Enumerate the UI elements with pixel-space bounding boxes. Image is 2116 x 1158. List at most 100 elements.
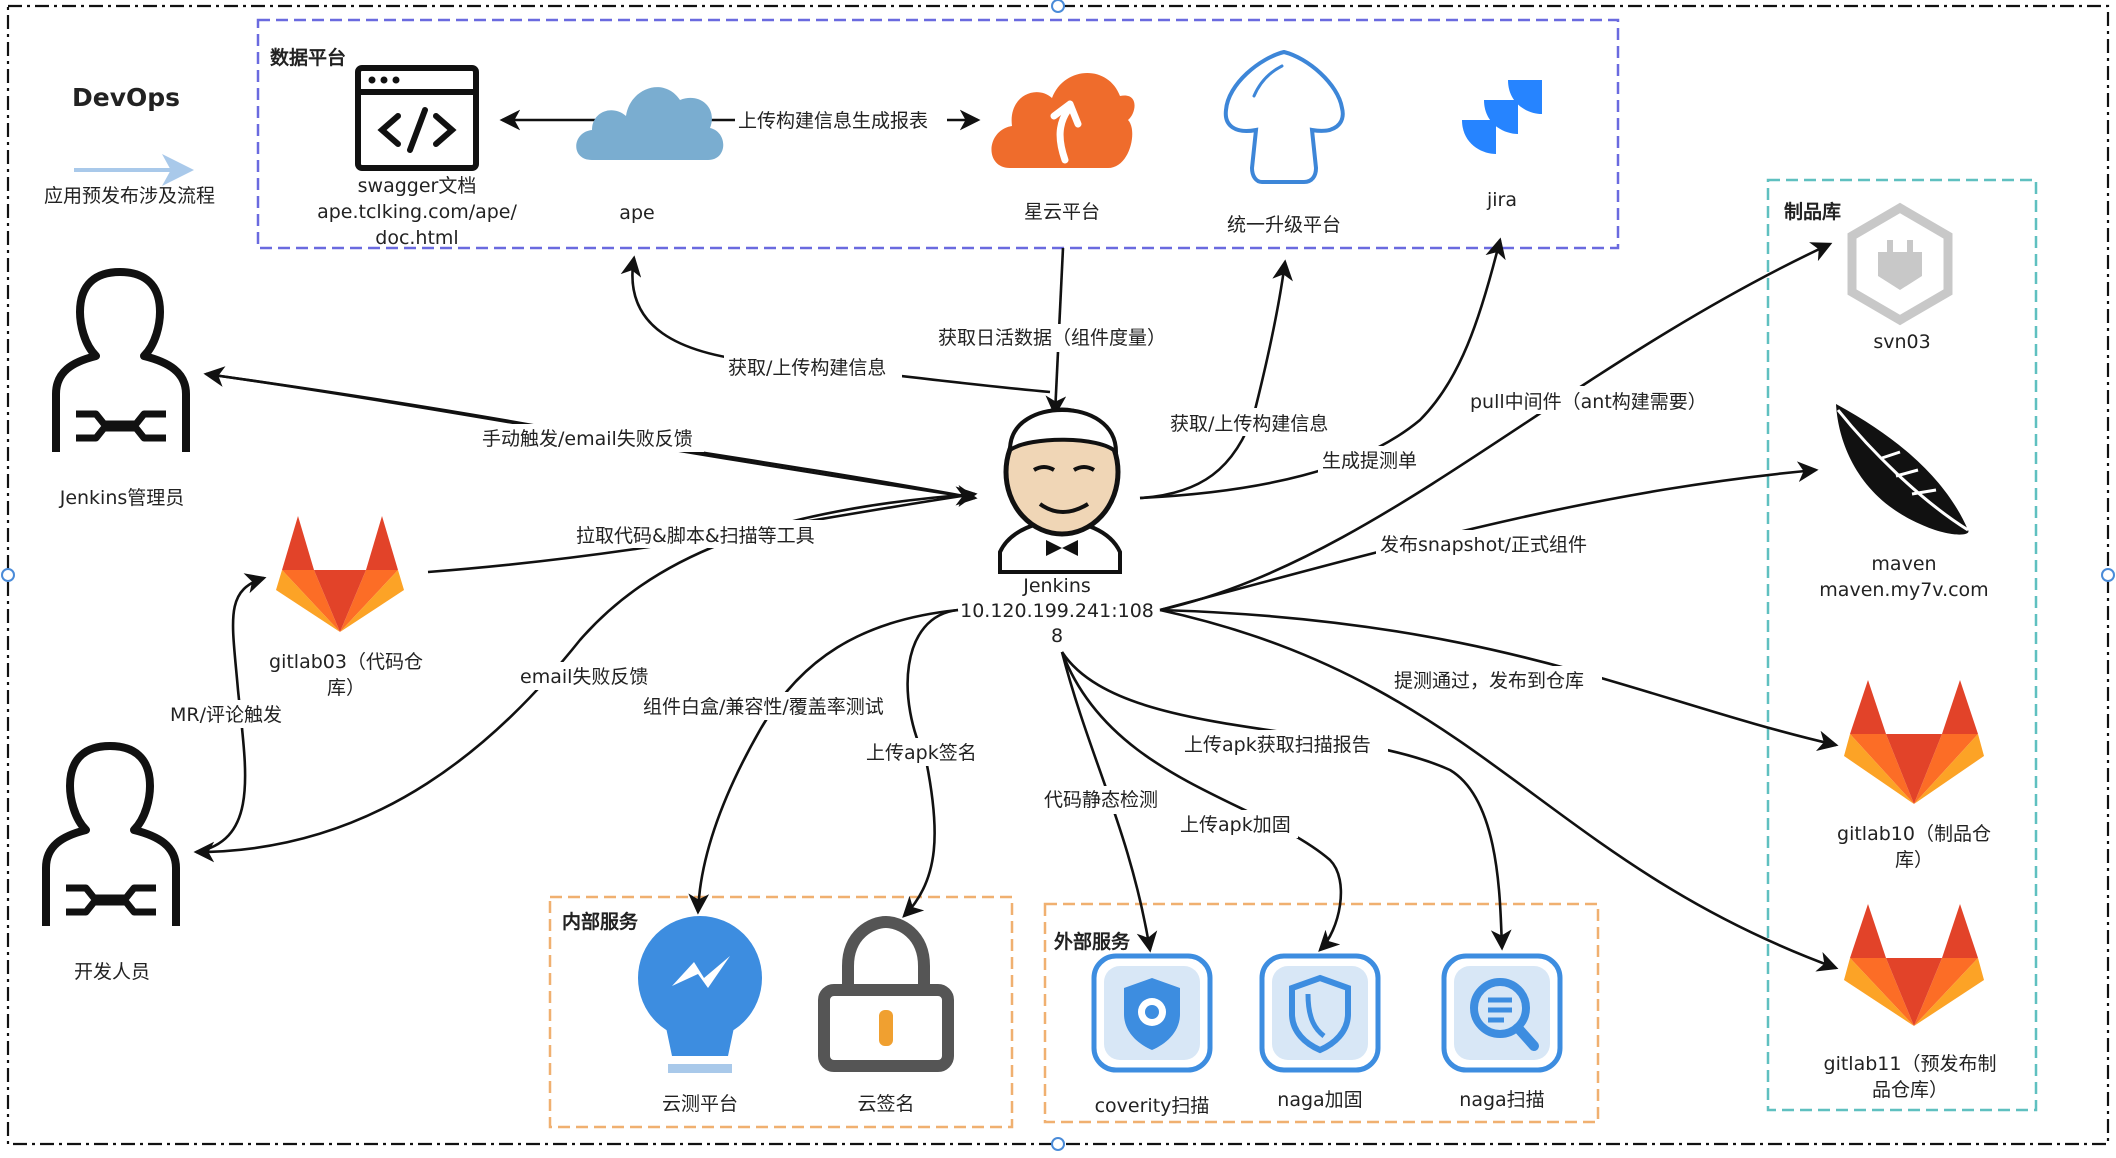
label-ape-info: 获取/上传构建信息: [728, 357, 886, 379]
naga-scan-label: naga扫描: [1459, 1089, 1544, 1111]
label-jira-ticket: 生成提测单: [1322, 450, 1417, 472]
jira-label: jira: [1486, 189, 1517, 211]
swagger-label-line1: swagger文档: [358, 175, 477, 197]
gitlab10-node[interactable]: gitlab10（制品仓 库）: [1837, 680, 1991, 871]
coverity-node[interactable]: coverity扫描: [1091, 953, 1213, 1117]
gitlab03-label-line1: gitlab03（代码仓: [269, 651, 423, 673]
edge-jenkins-gitlab11: [1159, 608, 1839, 972]
swagger-node[interactable]: swagger文档 ape.tclking.com/ape/ doc.html: [317, 65, 517, 249]
cloud-test-node[interactable]: 云测平台: [638, 916, 762, 1115]
label-apk-sign: 上传apk签名: [866, 742, 977, 764]
label-upgrade-info: 获取/上传构建信息: [1170, 413, 1328, 435]
cloud-test-label: 云测平台: [662, 1093, 738, 1115]
edge-dev-gitlab03: [195, 573, 267, 854]
gitlab-fox-icon: [276, 516, 404, 632]
label-pull-code: 拉取代码&脚本&扫描等工具: [576, 525, 815, 547]
edge-jenkins-cloudtest: [688, 608, 959, 915]
edge-labels: 上传构建信息生成报表 获取/上传构建信息 获取日活数据（组件度量） 获取/上传构…: [166, 106, 1708, 838]
feather-icon: [1836, 404, 1969, 535]
label-whitebox-test: 组件白盒/兼容性/覆盖率测试: [643, 696, 884, 718]
naga-shield-icon: [1259, 953, 1381, 1073]
label-admin-trigger: 手动触发/email失败反馈: [482, 428, 693, 450]
xingyun-node[interactable]: 星云平台: [991, 72, 1135, 223]
cloud-sign-label: 云签名: [857, 1093, 914, 1115]
lock-icon: [818, 915, 954, 1072]
data-platform-group: [256, 18, 1620, 250]
gitlab03-label-line2: 库）: [327, 677, 365, 699]
artifact-repo-group: [1766, 178, 2038, 1112]
maven-label-line1: maven: [1871, 553, 1936, 575]
cloud-sign-node[interactable]: 云签名: [818, 915, 954, 1115]
code-window-icon: [355, 65, 479, 171]
external-services-title: 外部服务: [1054, 930, 1131, 953]
svn03-node[interactable]: svn03: [1847, 202, 1953, 353]
gitlab11-label-line1: gitlab11（预发布制: [1824, 1053, 1997, 1075]
external-services-group: [1043, 902, 1600, 1124]
upgrade-node[interactable]: 统一升级平台: [1223, 49, 1345, 236]
frame-handle-left[interactable]: [1, 568, 15, 582]
gitlab10-label-line1: gitlab10（制品仓: [1837, 823, 1991, 845]
gitlab11-fox-icon: [1844, 904, 1984, 1026]
label-ape-report: 上传构建信息生成报表: [738, 110, 928, 132]
magnifier-icon: [1441, 953, 1563, 1073]
cloud-icon: [576, 87, 724, 160]
edge-jenkins-jira: [1139, 237, 1506, 500]
user-wrench-icon: [52, 268, 190, 452]
jira-node[interactable]: jira: [1462, 80, 1542, 211]
jenkins-label-line3: 8: [1051, 625, 1063, 647]
artifact-repo-title: 制品库: [1784, 200, 1841, 223]
maven-label-line2: maven.my7v.com: [1819, 579, 1988, 601]
label-publish-repo: 提测通过，发布到仓库: [1394, 670, 1584, 692]
label-email-fail: email失败反馈: [520, 666, 648, 688]
frame-handle-right[interactable]: [2101, 568, 2115, 582]
data-platform-title: 数据平台: [270, 46, 346, 69]
jenkins-label-line1: Jenkins: [1022, 575, 1091, 597]
internal-services-title: 内部服务: [562, 910, 639, 933]
naga-harden-label: naga加固: [1277, 1089, 1362, 1111]
edge-jenkins-svn03: [1159, 242, 1833, 612]
ape-node[interactable]: ape: [576, 87, 724, 224]
naga-scan-node[interactable]: naga扫描: [1441, 953, 1563, 1111]
swagger-label-line2: ape.tclking.com/ape/: [317, 201, 517, 223]
gitlab11-node[interactable]: gitlab11（预发布制 品仓库）: [1824, 904, 1997, 1101]
label-daily-metrics: 获取日活数据（组件度量）: [938, 327, 1166, 349]
developer-label: 开发人员: [74, 961, 150, 983]
jenkins-butler-icon: [998, 407, 1122, 574]
cloud-test-bulb-icon: [638, 916, 762, 1073]
gitlab03-node[interactable]: gitlab03（代码仓 库）: [269, 516, 423, 699]
edge-jenkins-nagascan: [1060, 651, 1512, 951]
label-pull-middleware: pull中间件（ant构建需要）: [1470, 391, 1707, 413]
edge-jenkins-gitlab10: [1159, 608, 1839, 752]
label-mr-trigger: MR/评论触发: [170, 704, 282, 726]
coverity-label: coverity扫描: [1095, 1095, 1210, 1117]
gitlab10-fox-icon: [1844, 680, 1984, 804]
naga-harden-node[interactable]: naga加固: [1259, 953, 1381, 1111]
swagger-label-line3: doc.html: [375, 227, 458, 249]
internal-services-group: [548, 895, 1014, 1129]
jenkins-admin-label: Jenkins管理员: [59, 487, 185, 509]
label-apk-scan: 上传apk获取扫描报告: [1184, 734, 1371, 756]
maven-node[interactable]: maven maven.my7v.com: [1819, 404, 1989, 601]
jenkins-admin-node[interactable]: Jenkins管理员: [52, 268, 190, 509]
label-publish-snapshot: 发布snapshot/正式组件: [1380, 534, 1587, 556]
frame-handle-bottom[interactable]: [1051, 1137, 1065, 1151]
developer-node[interactable]: 开发人员: [42, 742, 180, 983]
jenkins-label-line2: 10.120.199.241:108: [960, 600, 1154, 622]
svn03-label: svn03: [1873, 331, 1930, 353]
legend-label: 应用预发布涉及流程: [44, 185, 215, 207]
jira-icon: [1462, 80, 1542, 154]
gitlab11-label-line2: 品仓库）: [1872, 1079, 1948, 1101]
edge-jenkins-upgrade: [1139, 259, 1293, 500]
developer-icon: [42, 742, 180, 926]
shield-scan-icon: [1091, 953, 1213, 1073]
xingyun-label: 星云平台: [1024, 201, 1100, 223]
frame-handle-top[interactable]: [1051, 0, 1065, 13]
ape-label: ape: [619, 202, 654, 224]
diagram-title: DevOps: [72, 83, 180, 112]
upgrade-arrow-icon: [1223, 49, 1345, 184]
gitlab10-label-line2: 库）: [1895, 849, 1933, 871]
jenkins-node[interactable]: Jenkins 10.120.199.241:108 8: [960, 407, 1154, 647]
edge-jenkins-dev: [193, 492, 976, 863]
